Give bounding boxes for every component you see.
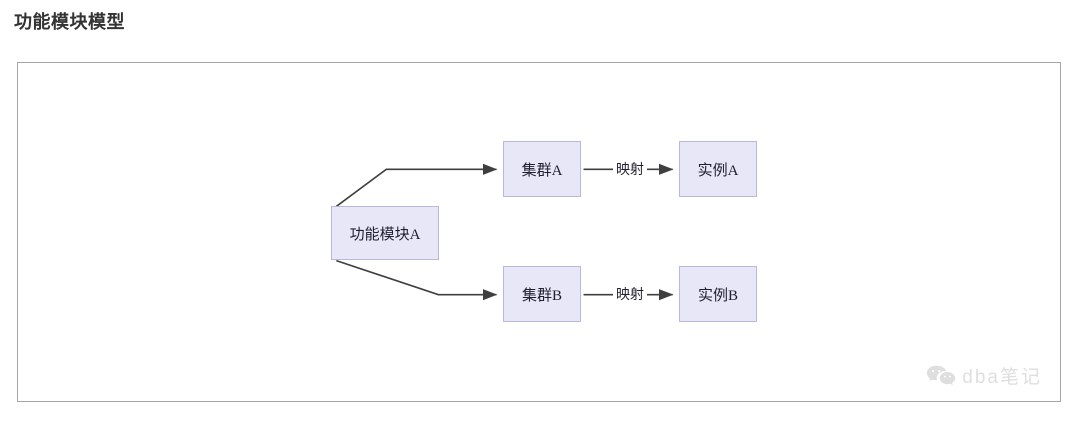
edge-label-mapping-a: 映射 bbox=[613, 159, 647, 179]
node-functional-module-a[interactable]: 功能模块A bbox=[331, 206, 439, 260]
node-instance-a[interactable]: 实例A bbox=[679, 141, 757, 197]
page-title: 功能模块模型 bbox=[14, 12, 125, 32]
node-instance-b[interactable]: 实例B bbox=[679, 266, 757, 322]
node-label: 集群A bbox=[521, 162, 563, 179]
diagram-frame: 功能模块A 集群A 实例A 集群B 实例B 映射 映射 bbox=[17, 62, 1061, 402]
diagram-canvas: 功能模块A 集群A 实例A 集群B 实例B 映射 映射 bbox=[18, 63, 1060, 401]
node-cluster-a[interactable]: 集群A bbox=[503, 141, 581, 197]
edge-label-mapping-b: 映射 bbox=[613, 284, 647, 304]
node-label: 实例B bbox=[697, 287, 738, 304]
node-label: 集群B bbox=[521, 287, 562, 304]
edge-module-to-clusterA bbox=[335, 163, 498, 208]
connector-layer bbox=[335, 163, 674, 301]
node-cluster-b[interactable]: 集群B bbox=[503, 266, 581, 322]
edge-module-to-clusterB bbox=[336, 259, 498, 301]
node-label: 功能模块A bbox=[349, 226, 421, 243]
node-label: 实例A bbox=[697, 162, 739, 179]
